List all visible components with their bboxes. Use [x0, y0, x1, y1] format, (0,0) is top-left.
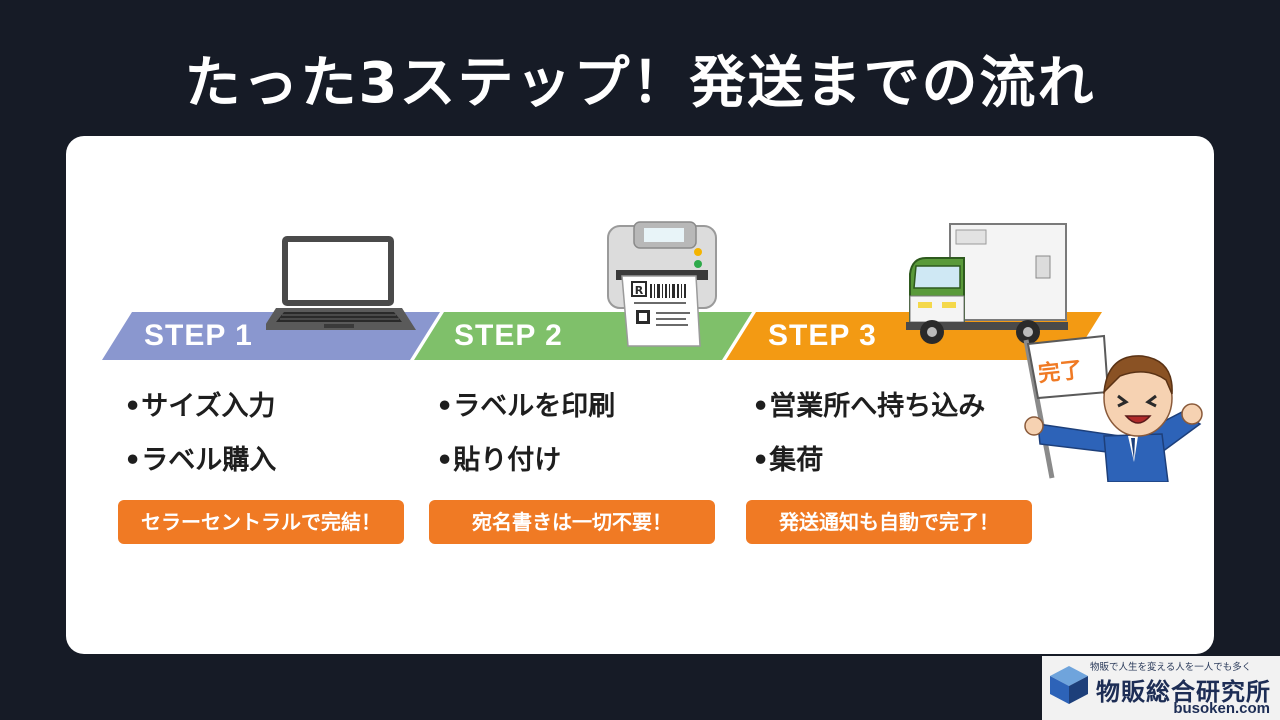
cheering-man-icon	[1023, 334, 1203, 482]
step1-bullet-1: •サイズ入力	[124, 391, 276, 422]
step3-bullet-2: •集荷	[752, 445, 824, 476]
flag-text: 完了	[1037, 357, 1084, 388]
step2-bullet-1: •ラベルを印刷	[436, 391, 616, 422]
logo-url[interactable]: busoken.com	[1173, 700, 1270, 717]
steps-card: STEP 1 STEP 2 STEP 3 R	[66, 136, 1214, 654]
step2-note-badge: 宛名書きは一切不要！	[429, 500, 715, 544]
step3-note-badge: 発送通知も自動で完了！	[746, 500, 1032, 544]
logo-tagline: 物販で人生を変える人を一人でも多く	[1090, 662, 1252, 673]
label-printer-icon: R	[607, 221, 717, 347]
page-title: たった3ステップ！発送までの流れ	[184, 51, 1096, 116]
step1-note-badge: セラーセントラルで完結！	[118, 500, 404, 544]
step2-label: STEP 2	[454, 319, 563, 352]
step1-bullet-2: •ラベル購入	[124, 445, 277, 476]
cube-logo-icon	[1050, 666, 1088, 704]
logo-name: 物販総合研究所	[1096, 678, 1271, 706]
brand-logo[interactable]: 物販で人生を変える人を一人でも多く 物販総合研究所 busoken.com	[1042, 656, 1280, 720]
step1-label: STEP 1	[144, 319, 253, 352]
step3-bullet-1: •営業所へ持ち込み	[752, 391, 986, 422]
delivery-truck-icon	[906, 223, 1068, 344]
svg-text:R: R	[635, 284, 644, 297]
laptop-icon	[266, 236, 416, 330]
step3-label: STEP 3	[768, 319, 877, 352]
step2-bullet-2: •貼り付け	[436, 445, 562, 476]
